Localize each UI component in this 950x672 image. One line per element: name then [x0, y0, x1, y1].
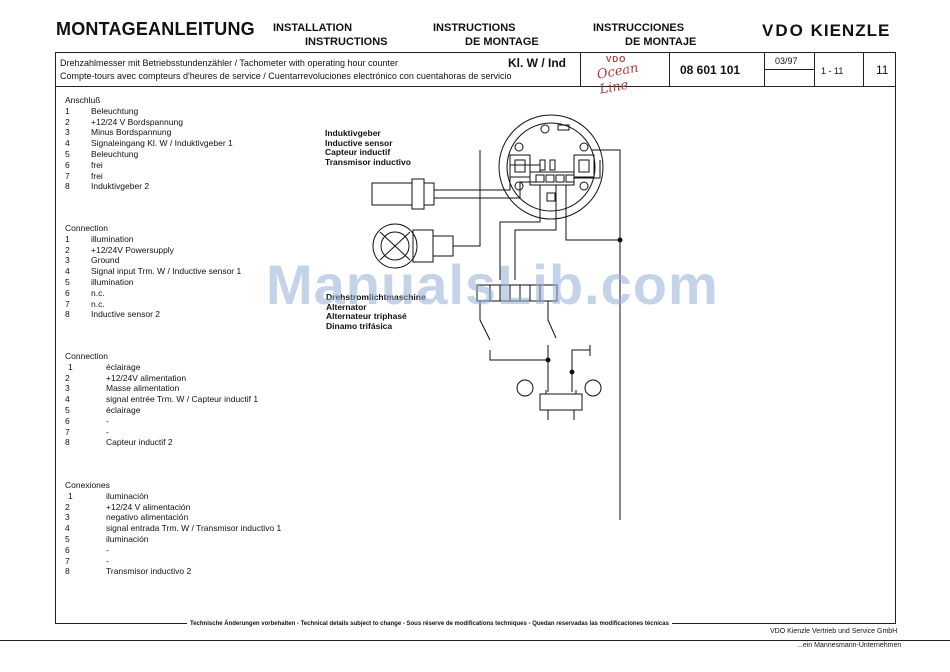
lamp-socket-right: [573, 154, 595, 178]
header-installation: INSTALLATION INSTRUCTIONS: [273, 22, 388, 48]
footer-notice: Technische Änderungen vorbehalten - Tech…: [187, 621, 672, 627]
page-range: 1 - 11: [821, 66, 844, 76]
product-title-fr-es: Compte-tours avec compteurs d'heures de …: [60, 71, 512, 81]
connector-block: [529, 171, 575, 186]
terminal-label: Kl. W / Ind: [508, 56, 566, 70]
lamp-socket-left: [509, 154, 531, 178]
instrument-outer-ring: [498, 114, 604, 220]
bulb-right: [584, 379, 602, 397]
page-number: 11: [876, 63, 889, 77]
brand-logo: VDO KIENZLE: [762, 21, 890, 41]
battery-icon: [539, 393, 583, 411]
sensor-label: Induktivgeber Inductive sensor Capteur i…: [325, 128, 411, 167]
instrument-inner-ring: [506, 122, 596, 212]
product-title-de-en: Drehzahlmesser mit Betriebsstundenzähler…: [60, 58, 399, 68]
document-title: MONTAGEANLEITUNG: [56, 19, 255, 39]
switch-right: [547, 301, 557, 339]
mount-hole-icon: [540, 124, 550, 134]
label-plate: [557, 124, 570, 131]
terminal-strip: [476, 284, 558, 302]
ground-terminal: [546, 192, 556, 202]
bulb-left: [516, 379, 534, 397]
brand-kienzle: KIENZLE: [810, 21, 891, 40]
header-instructions-es: INSTRUCCIONES DE MONTAJE: [593, 22, 697, 48]
header-instructions-fr: INSTRUCTIONS DE MONTAGE: [433, 22, 539, 48]
brand-vdo: VDO: [762, 21, 805, 40]
ocean-line-logo: VDO Ocean Line: [595, 55, 640, 98]
mannesmann-note: ...ein Mannesmann-Unternehmen: [797, 642, 902, 649]
alternator-label: Drehstromlichtmaschine Alternator Altern…: [326, 292, 426, 331]
switch-left: [479, 301, 491, 341]
inductive-sensor: [371, 182, 413, 206]
title-bar: [55, 52, 896, 87]
company-name: VDO Kienzle Vertrieb und Service GmbH: [770, 628, 898, 635]
part-number: 08 601 101: [680, 63, 741, 77]
watermark: ManualsLib.com: [266, 253, 719, 316]
bottom-rule: [0, 640, 950, 641]
revision-date: 03/97: [775, 56, 798, 66]
alternator-icon: [372, 223, 481, 269]
